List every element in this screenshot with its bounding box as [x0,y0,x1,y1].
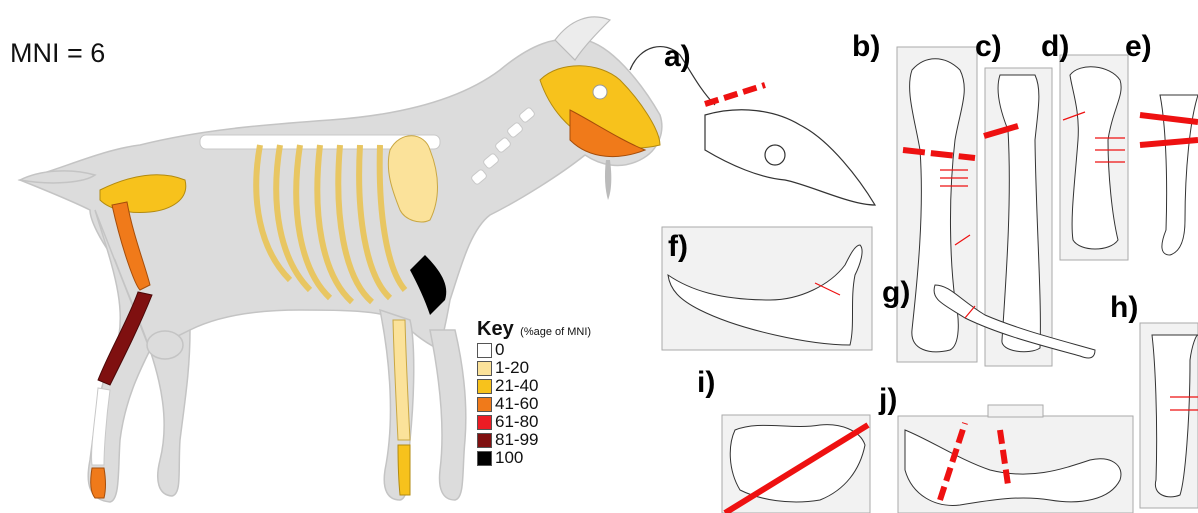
panel-label-c: c) [975,32,1002,62]
panel-label-j: j) [879,385,897,415]
panel-label-i: i) [697,368,715,398]
panel-label-a: a) [664,42,691,72]
panel-label-b: b) [852,32,880,62]
panel-label-f: f) [668,232,688,262]
panel-a-cut [705,85,765,104]
panel-label-d: d) [1041,32,1069,62]
panel-j-tab [988,405,1043,417]
panel-label-g: g) [882,278,910,308]
panel-label-h: h) [1110,293,1138,323]
panel-label-e: e) [1125,32,1152,62]
